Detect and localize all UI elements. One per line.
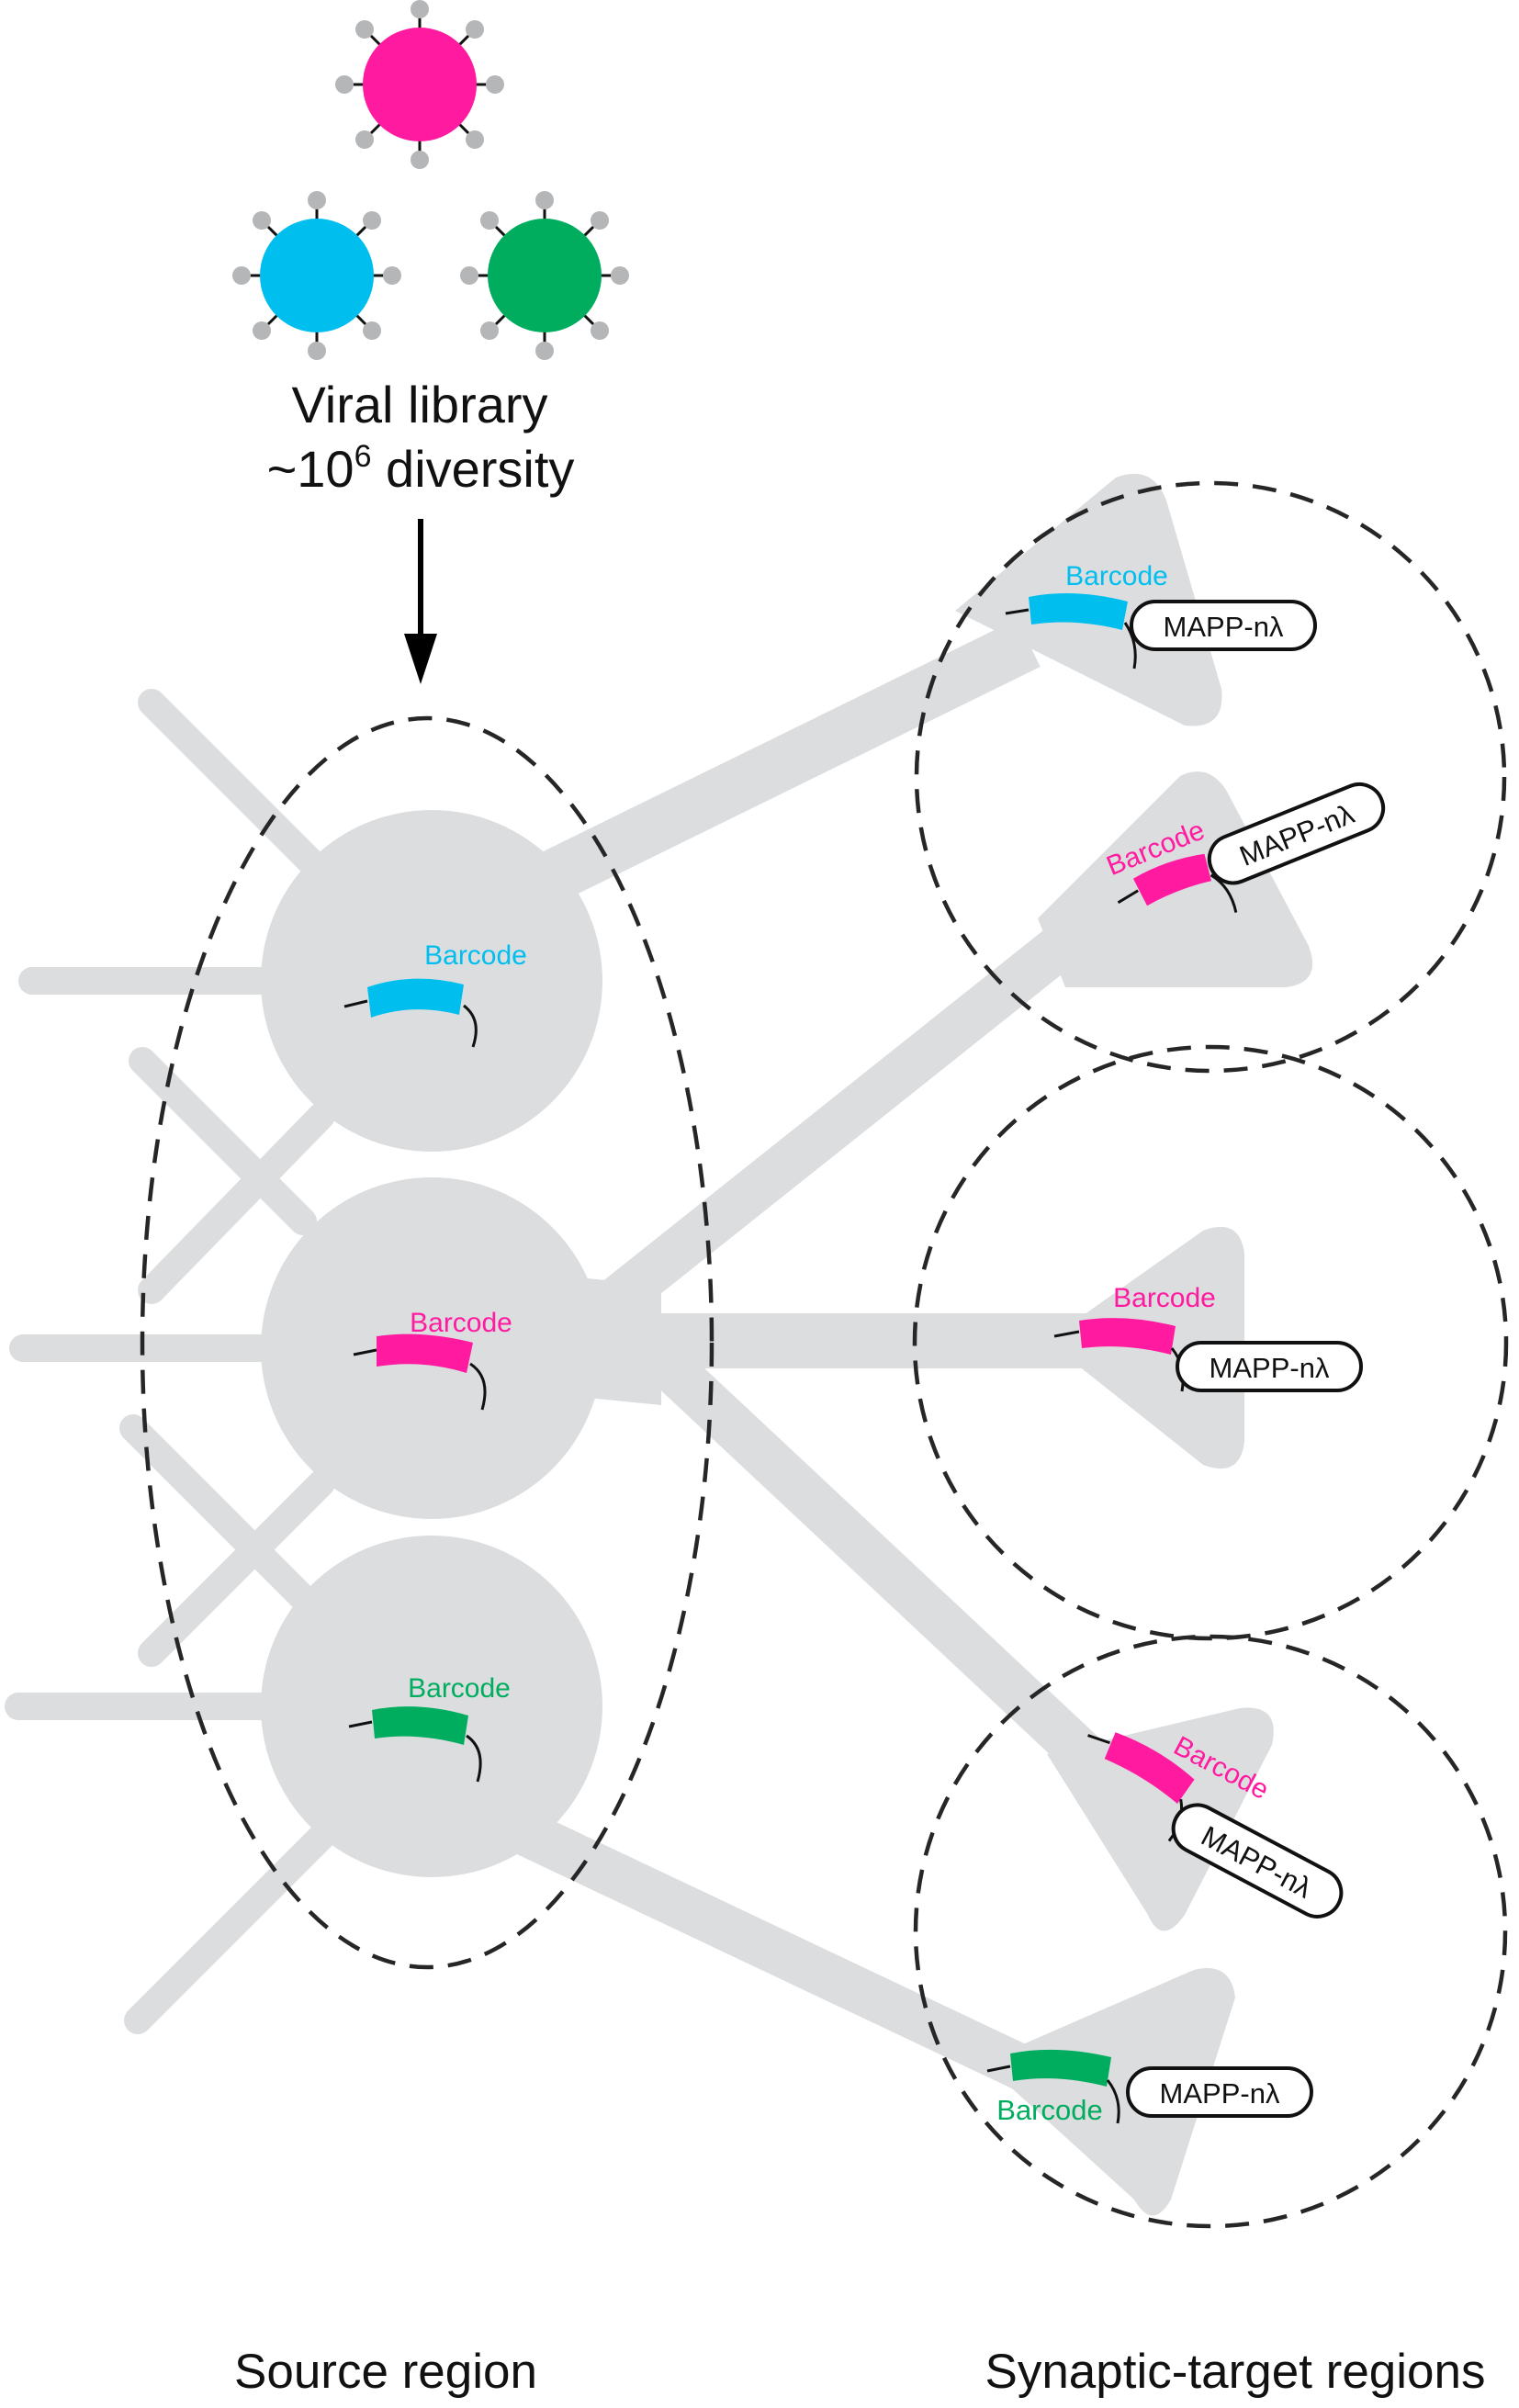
mapp-label: MAPP-nλ [1210, 1352, 1330, 1384]
injection-arrow [404, 519, 437, 684]
target-barcode-magenta-mid: Barcode MAPP-nλ [1053, 1283, 1363, 1392]
barcode-label: Barcode [996, 2094, 1102, 2126]
region-outlines [140, 480, 1509, 2229]
barcode-label: Barcode [408, 1673, 511, 1704]
diversity-prefix: ~10 [267, 440, 354, 498]
mapp-tag [1130, 600, 1317, 651]
diversity-suffix: diversity [371, 440, 574, 498]
soma-barcode-cyan: Barcode [343, 940, 527, 1048]
barcode-label: Barcode [410, 1308, 512, 1338]
barcode-label: Barcode [1113, 1283, 1216, 1313]
terminal-green [983, 1968, 1235, 2216]
viral-library-title: Viral library [291, 376, 547, 433]
axons [504, 618, 1109, 2092]
virion-cyan [231, 189, 403, 362]
soma-barcode-magenta: Barcode [353, 1308, 512, 1411]
target-barcode-green: Barcode MAPP-nλ [986, 2049, 1313, 2126]
diversity-exponent: 6 [354, 439, 372, 474]
barcode-label: Barcode [1065, 561, 1168, 591]
mapp-tag [1176, 1341, 1363, 1392]
viral-library-diversity: ~106 diversity [267, 439, 575, 498]
mapp-tag [1207, 782, 1386, 885]
virion-magenta [333, 0, 506, 171]
target-region-outline-1 [914, 480, 1507, 1074]
soma-green [261, 1536, 602, 1877]
mapp-label: MAPP-nλ [1160, 2077, 1280, 2110]
mapp-label: MAPP-nλ [1164, 611, 1284, 643]
viral-library: Viral library ~106 diversity [231, 0, 631, 498]
target-regions-label: Synaptic-target regions [985, 2345, 1485, 2399]
target-barcode-cyan: Barcode MAPP-nλ [1005, 561, 1317, 670]
virion-green [458, 189, 631, 362]
source-region-label: Source region [234, 2345, 537, 2399]
dendrites [5, 689, 335, 2034]
terminal-magenta-bottom [1047, 1707, 1274, 1931]
barcode-label: Barcode [424, 940, 527, 971]
mapp-tag [1171, 1803, 1344, 1919]
soma-barcode-green: Barcode [348, 1673, 511, 1783]
mapp-tag [1126, 2066, 1313, 2118]
target-region-outline-3 [913, 1634, 1508, 2229]
source-region-outline [140, 715, 714, 1970]
